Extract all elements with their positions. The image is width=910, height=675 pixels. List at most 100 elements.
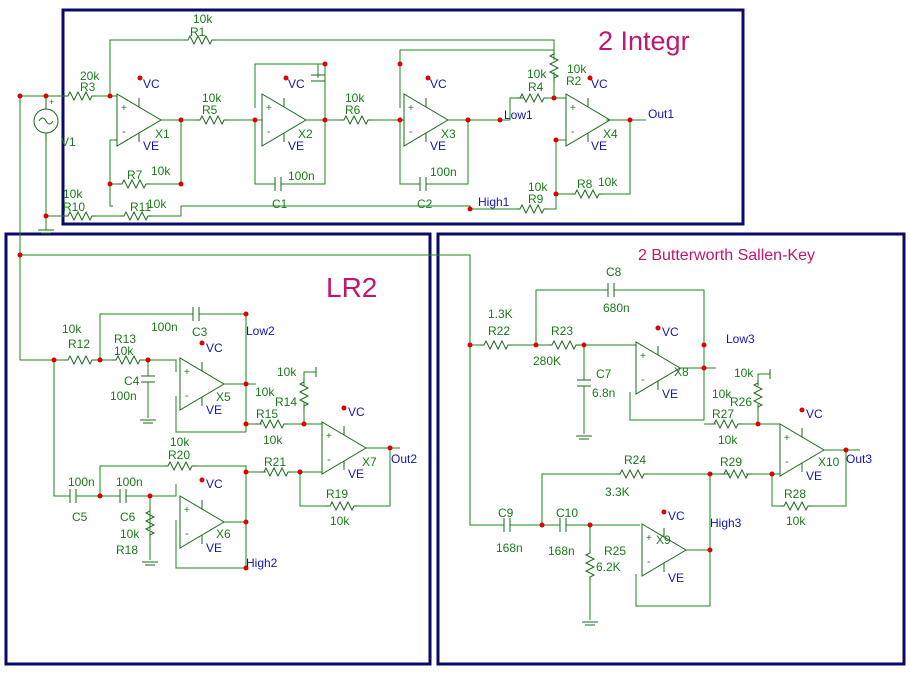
resistor-r20 [163, 461, 197, 471]
resistor-r23 [547, 340, 581, 350]
label-c7-name: C7 [596, 367, 612, 381]
capacitor-c3 [192, 306, 200, 322]
label-r5-name: R5 [202, 103, 218, 117]
label-x1: X1 [155, 127, 170, 141]
label-r10-name: R10 [63, 200, 85, 214]
label-r10-value: 10k [63, 187, 83, 201]
label-r11-value: 10k [147, 197, 167, 211]
net-ve-x5: VE [206, 403, 222, 417]
voltage-source-v1: + [33, 96, 59, 142]
label-r12-value: 10k [62, 322, 82, 336]
label-r25-value: 6.2K [596, 560, 621, 574]
label-r7-value: 10k [151, 164, 171, 178]
label-r28-value: 10k [786, 514, 806, 528]
label-x4: X4 [603, 127, 618, 141]
capacitor-c8 [607, 282, 615, 298]
net-vc-x9: VC [668, 509, 685, 523]
label-r6-name: R6 [345, 103, 361, 117]
label-x6: X6 [216, 527, 231, 541]
label-c10-value: 168n [548, 544, 575, 558]
label-c8-name: C8 [606, 265, 622, 279]
label-r18-name: R18 [116, 543, 138, 557]
label-r13-name: R13 [114, 332, 136, 346]
net-labels: VC VE VC VE VC VE VC VE Low1 High1 Out1 … [143, 77, 872, 585]
net-ve-x4: VE [591, 139, 607, 153]
net-ve-x3: VE [430, 139, 446, 153]
resistor-r5 [195, 115, 229, 125]
ground-c4 [139, 419, 157, 424]
label-r27-extra: 10k [712, 387, 732, 401]
label-r7-name: R7 [127, 168, 143, 182]
label-r20-name: R20 [168, 448, 190, 462]
capacitor-c1 [274, 176, 282, 192]
capacitor-c10 [559, 517, 567, 533]
label-r5-value: 10k [202, 91, 222, 105]
capacitor-c4 [140, 375, 156, 383]
capacitor-c6 [119, 488, 127, 504]
label-c4-name: C4 [124, 374, 140, 388]
label-x7: X7 [362, 455, 377, 469]
label-r22-name: R22 [488, 324, 510, 338]
label-r19-name: R19 [326, 487, 348, 501]
label-c3-value: 100n [151, 320, 178, 334]
label-c7-value: 6.8n [592, 386, 615, 400]
net-high3: High3 [710, 516, 742, 530]
net-out3: Out3 [846, 452, 872, 466]
label-c3-name: C3 [192, 325, 208, 339]
label-c9-name: C9 [498, 506, 514, 520]
label-r8-name: R8 [577, 177, 593, 191]
label-r24-value: 3.3K [605, 485, 630, 499]
net-high2: High2 [246, 556, 278, 570]
label-r26-name: R26 [730, 395, 752, 409]
label-r29-name: R29 [720, 455, 742, 469]
label-r28-name: R28 [784, 487, 806, 501]
label-r25-name: R25 [604, 544, 626, 558]
label-x5: X5 [216, 390, 231, 404]
title-butterworth: 2 Butterworth Sallen-Key [638, 247, 815, 264]
resistor-r28 [779, 501, 813, 511]
label-r20-value: 10k [170, 435, 190, 449]
label-r12-name: R12 [68, 337, 90, 351]
label-c5-name: C5 [72, 510, 88, 524]
resistor-r9 [515, 204, 549, 214]
label-r9-name: R9 [528, 192, 544, 206]
net-vc-x2: VC [288, 77, 305, 91]
ground-c7 [575, 435, 593, 440]
net-low1: Low1 [504, 108, 533, 122]
label-x10: X10 [818, 455, 840, 469]
opamp-x9 [641, 523, 687, 577]
label-r27-name: R27 [712, 407, 734, 421]
label-r15-extra: 10k [255, 385, 275, 399]
label-r4-value: 10k [527, 67, 547, 81]
label-r24-name: R24 [624, 453, 646, 467]
net-ve-x1: VE [143, 139, 159, 153]
label-r27-value: 10k [718, 433, 738, 447]
title-lr2: LR2 [326, 272, 377, 303]
net-vc-x1: VC [143, 77, 160, 91]
net-vc-x10: VC [806, 407, 823, 421]
junction-dots [17, 61, 849, 571]
frame-butterworth [436, 232, 906, 666]
label-r4-name: R4 [528, 80, 544, 94]
labels-butterworth: 1.3K R22 R23 280K C8 680n C7 6.8n X8 10k… [488, 265, 840, 574]
label-x9: X9 [656, 533, 671, 547]
net-ve-x8: VE [662, 387, 678, 401]
label-x3: X3 [441, 127, 456, 141]
labels-lr2: 10k R12 R13 10k 100n C3 C4 100n X5 10k R… [62, 320, 377, 557]
label-r9-value: 10k [528, 180, 548, 194]
label-r2-name: R2 [566, 74, 582, 88]
net-ve-x2: VE [288, 139, 304, 153]
label-c2-name: C2 [417, 197, 433, 211]
label-x8: X8 [674, 365, 689, 379]
label-r18-value: 10k [120, 527, 140, 541]
net-low2: Low2 [246, 324, 275, 338]
resistor-r22 [479, 340, 513, 350]
label-c9-value: 168n [496, 541, 523, 555]
label-r6-value: 10k [345, 91, 365, 105]
resistor-r12 [63, 355, 97, 365]
net-vc-x8: VC [662, 325, 679, 339]
net-ve-x9: VE [668, 571, 684, 585]
label-c10-name: C10 [556, 506, 578, 520]
frame-lr2 [4, 232, 432, 666]
net-low3: Low3 [726, 332, 755, 346]
